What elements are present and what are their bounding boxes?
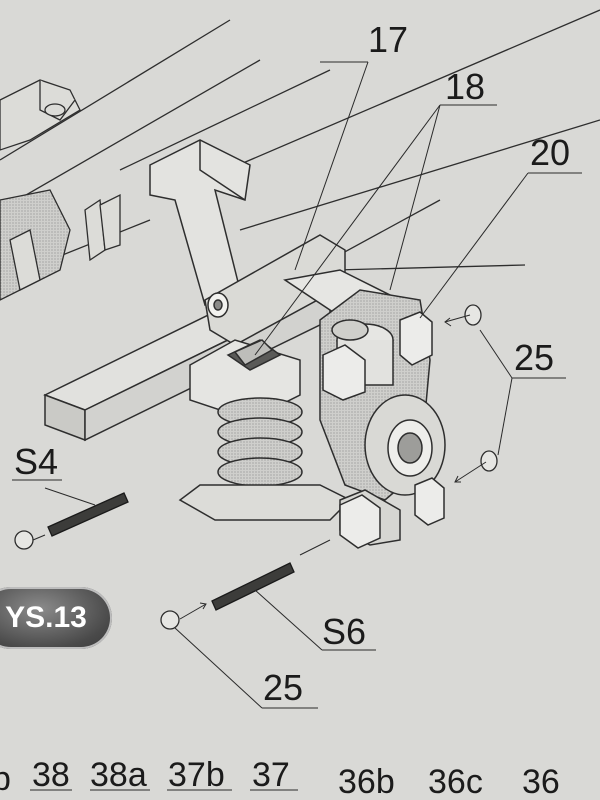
callout-s6: S6 [322, 611, 367, 652]
bottom-number: 36 [522, 763, 560, 800]
callout-20: 20 [530, 132, 571, 173]
figure-badge: YS.13 [0, 587, 112, 649]
chassis-frame [0, 9, 600, 281]
callout-18: 18 [445, 66, 486, 107]
callout-s4: S4 [14, 441, 59, 482]
bottom-number: 36c [428, 763, 483, 800]
small-blocks [322, 311, 445, 549]
pins [47, 492, 295, 611]
washers [14, 304, 498, 630]
bottom-number: 38 [32, 756, 70, 794]
spring-assembly [178, 339, 352, 521]
leader-lines [12, 61, 582, 709]
callout-25-right: 25 [514, 337, 555, 378]
bracket-arm [149, 139, 251, 307]
bottom-number: 36b [338, 763, 395, 800]
bottom-number: 37 [252, 756, 290, 794]
callout-17: 17 [368, 19, 409, 60]
callout-25-bottom: 25 [263, 667, 304, 708]
upper-bracket [0, 79, 121, 301]
bottom-number: 38a [90, 756, 147, 794]
bottom-number: 37b [168, 756, 225, 794]
bottom-number: b [0, 760, 11, 798]
